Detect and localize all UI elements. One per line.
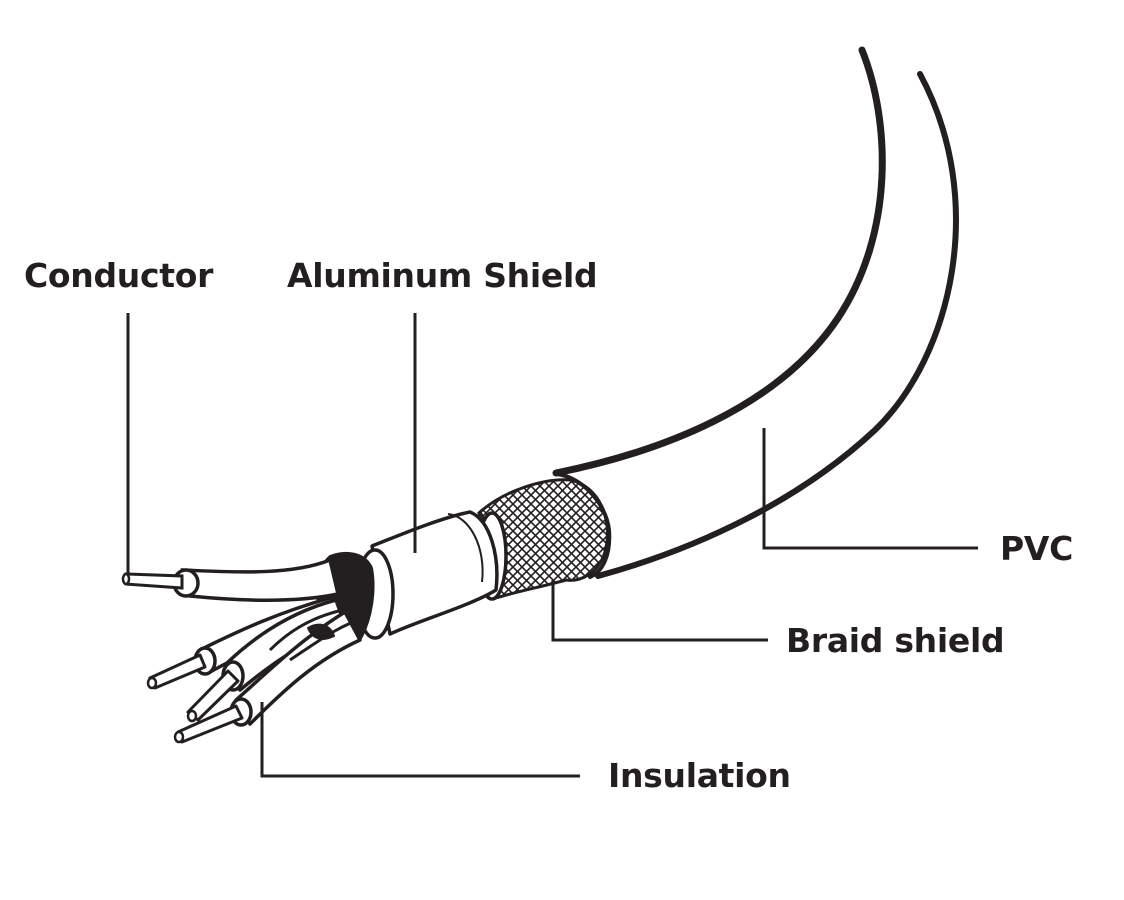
leader-insulation	[260, 702, 580, 778]
pvc-jacket-lower-edge	[595, 71, 959, 579]
top-wire-conductor-tip	[121, 572, 131, 586]
leader-braid-shield	[551, 580, 768, 642]
label-pvc: PVC	[1000, 529, 1074, 568]
twist-dark-gap	[307, 623, 335, 640]
top-wire-insulation	[180, 557, 341, 603]
wire-c-tip	[173, 730, 185, 744]
label-insulation: Insulation	[608, 756, 791, 795]
pvc-jacket	[552, 46, 959, 579]
top-wire-conductor	[124, 572, 184, 590]
top-insulated-wire	[121, 557, 341, 603]
label-conductor: Conductor	[24, 256, 214, 295]
pvc-jacket-upper-edge	[552, 46, 886, 477]
wire-a-conductor	[148, 653, 207, 690]
twist-strand-1	[268, 604, 361, 652]
wire-c-insulation	[234, 610, 362, 726]
label-aluminum-shield: Aluminum Shield	[287, 256, 598, 295]
wire-b-tip	[186, 709, 198, 723]
aluminum-shield	[355, 510, 499, 640]
label-braid-shield: Braid shield	[786, 621, 1005, 660]
wire-a-tip	[146, 676, 158, 690]
leader-pvc	[762, 428, 978, 550]
aluminum-shield-body	[370, 510, 499, 636]
twisted-wire-pair	[146, 596, 366, 744]
aluminum-foil-edge	[447, 513, 484, 583]
leader-lines	[126, 313, 978, 778]
